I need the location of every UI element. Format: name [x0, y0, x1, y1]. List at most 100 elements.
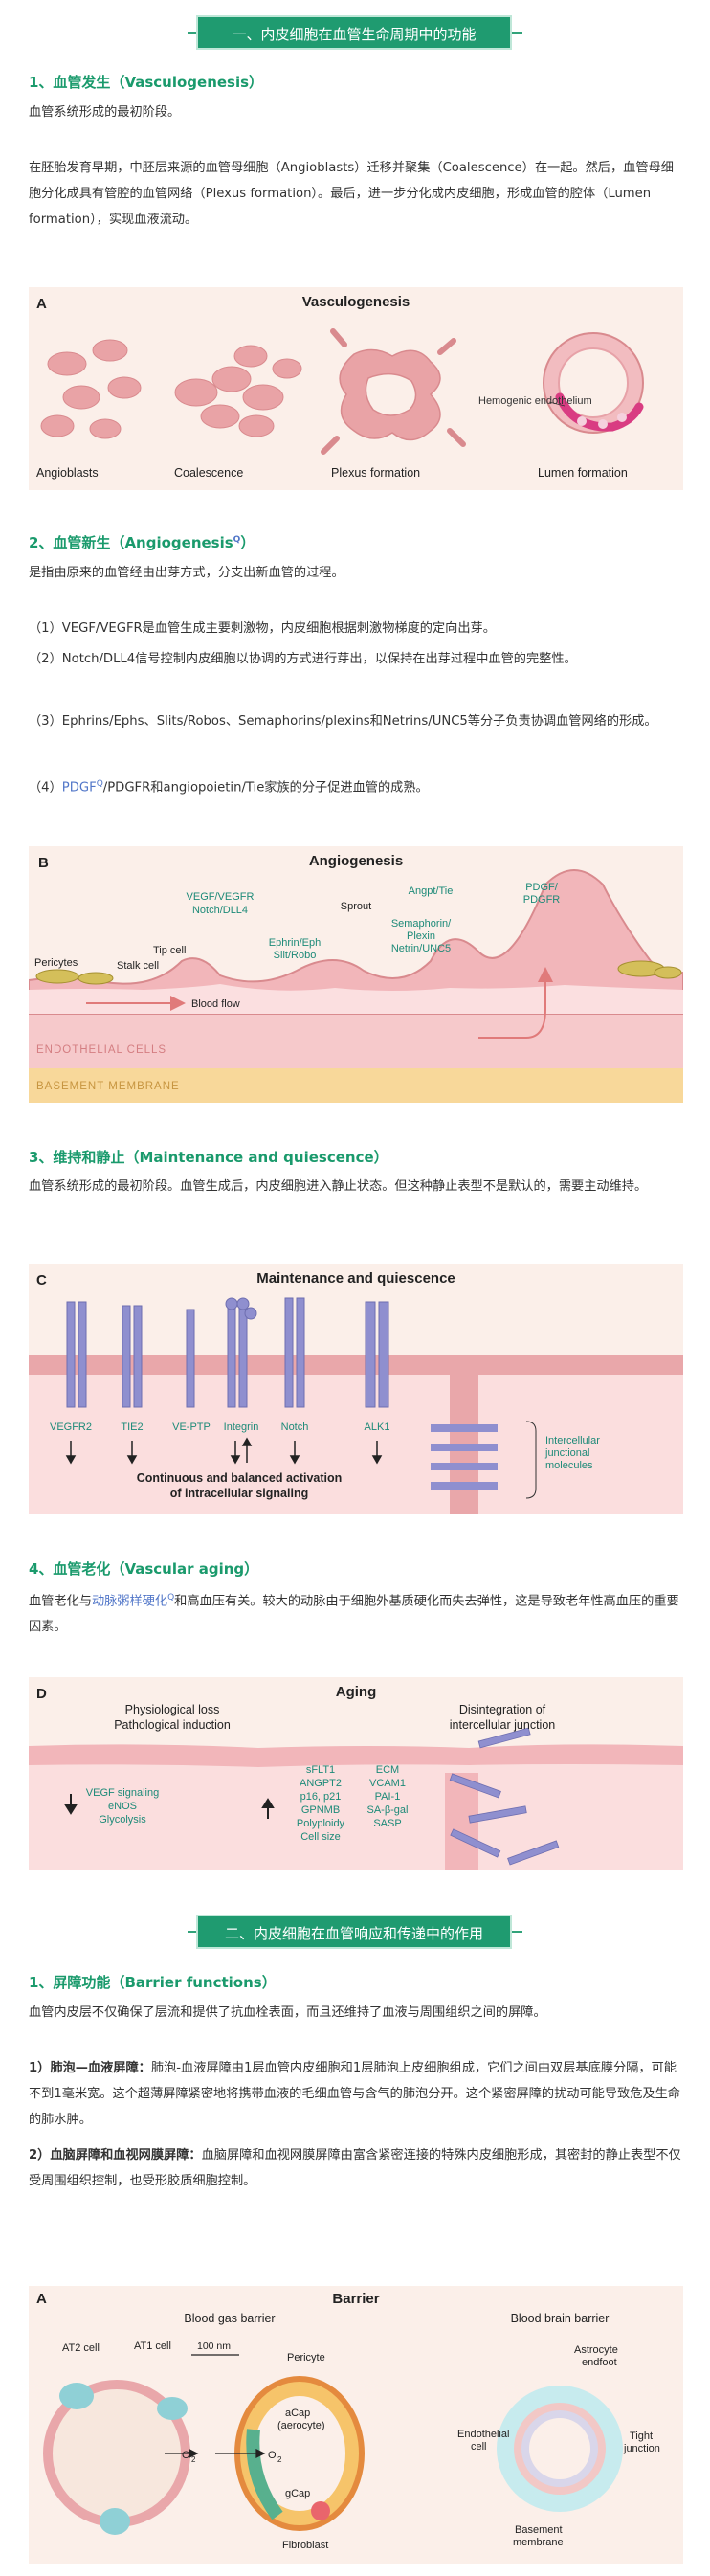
label-netrin: Netrin/UNC5 [391, 943, 451, 954]
aging-up-col1-5: Polyploidy [297, 1818, 345, 1829]
aging-up-col2-3: PAI-1 [375, 1791, 401, 1803]
caption-line-2: of intracellular signaling [170, 1487, 308, 1500]
figure-letter: D [36, 1686, 47, 1702]
aging-p-suffix: 和高血压有关。较大的动脉由于细胞外基质硬化而失去弹性，这是导致老年性高血压的重要… [29, 1594, 679, 1635]
vasculogenesis-intro: 血管系统形成的最初阶段。 [29, 105, 181, 120]
search-link-icon[interactable]: Q [167, 1593, 175, 1602]
aging-p-prefix: 血管老化与 [29, 1594, 92, 1609]
aging-heading: 4、血管老化（Vascular aging） [29, 1560, 259, 1578]
label-basement: Basement [515, 2524, 563, 2536]
angiogenesis-item-2: （2）Notch/DLL4信号控制内皮细胞以协调的方式进行芽出，以保持在出芽过程… [29, 652, 577, 666]
label-plexin: Plexin [407, 930, 435, 942]
figure-title: Vasculogenesis [302, 294, 410, 310]
label-vegf: VEGF/VEGFR [187, 891, 255, 903]
label-aerocyte: (aerocyte) [277, 2420, 325, 2431]
search-link-icon[interactable]: Q [233, 535, 241, 545]
aging-up-col1-2: ANGPT2 [300, 1778, 342, 1789]
section1-banner: 一、内皮细胞在血管生命周期中的功能 [0, 15, 710, 50]
figure-vasculogenesis: A Vasculogenesis [29, 287, 683, 490]
aging-up-col1-1: sFLT1 [306, 1764, 335, 1776]
hemogenic-label: Hemogenic endothelium [478, 395, 592, 407]
figure-barrier: A Barrier Blood gas barrier Blood brain … [29, 2286, 683, 2564]
aging-paragraph: 血管老化与动脉粥样硬化Q和高血压有关。较大的动脉由于细胞外基质硬化而失去弹性，这… [29, 1585, 683, 1640]
angiogenesis-heading: 2、血管新生（AngiogenesisQ） [29, 532, 255, 552]
vasculogenesis-paragraph: 在胚胎发育早期，中胚层来源的血管母细胞（Angioblasts）迁移并聚集（Co… [29, 161, 674, 227]
label-o2-left: O [182, 2450, 190, 2461]
aging-down-3: Glycolysis [99, 1814, 146, 1826]
label-sprout: Sprout [341, 901, 371, 912]
barrier-intro: 血管内皮层不仅确保了层流和提供了抗血栓表面，而且还维持了血液与周围组织之间的屏障… [29, 2005, 546, 2020]
label-o2-right: O [268, 2450, 277, 2461]
receptor-integrin: Integrin [224, 1422, 259, 1433]
angiogenesis-heading-close: ） [240, 534, 255, 551]
aging-up-col2-1: ECM [376, 1764, 399, 1776]
barrier-paragraph-2: 2）血脑屏障和血视网膜屏障：血脑屏障和血视网膜屏障由富含紧密连接的特殊内皮细胞形… [29, 2142, 683, 2194]
label-stalk-cell: Stalk cell [117, 960, 159, 972]
label-cell: cell [471, 2441, 487, 2453]
barrier-heading: 1、屏障功能（Barrier functions） [29, 1974, 277, 1991]
figure-title: Maintenance and quiescence [256, 1270, 455, 1287]
aging-up-col2-5: SASP [373, 1818, 401, 1829]
figure-aging: D Aging Physiological loss Pathological … [29, 1677, 683, 1870]
label-angpt: Angpt/Tie [409, 885, 454, 897]
lumen-illustration [543, 332, 644, 434]
label-lumen-formation: Lumen formation [538, 466, 628, 480]
section1-banner-title: 一、内皮细胞在血管生命周期中的功能 [196, 15, 512, 50]
figure-title: Aging [336, 1684, 377, 1700]
label-notch: Notch/DLL4 [192, 905, 248, 916]
atherosclerosis-link[interactable]: 动脉粥样硬化 [91, 1594, 168, 1609]
section2-banner: 二、内皮细胞在血管响应和传递中的作用 [0, 1915, 710, 1949]
aging-down-1: VEGF signaling [86, 1787, 159, 1799]
label-at2: AT2 cell [62, 2342, 100, 2354]
pdgf-link[interactable]: PDGF [61, 780, 97, 795]
search-link-icon[interactable]: Q [96, 779, 103, 789]
label-membrane: membrane [513, 2537, 564, 2548]
svg-text:2: 2 [191, 2455, 196, 2464]
receptor-vegfr2: VEGFR2 [50, 1422, 92, 1433]
aging-right-title-2: intercellular junction [450, 1718, 556, 1732]
label-slit: Slit/Robo [274, 950, 317, 961]
caption-line-1: Continuous and balanced activation [137, 1471, 343, 1485]
pericyte-shapes [35, 960, 682, 985]
receptor-notch: Notch [281, 1422, 309, 1433]
label-endothelial: ENDOTHELIAL CELLS [36, 1044, 166, 1056]
blood-brain-barrier-title: Blood brain barrier [511, 2312, 610, 2325]
receptor-ve-ptp: VE-PTP [172, 1422, 211, 1433]
receptor-alk1: ALK1 [365, 1422, 390, 1433]
label-acap: aCap [285, 2408, 310, 2419]
vasculogenesis-heading: 1、血管发生（Vasculogenesis） [29, 74, 264, 91]
aging-up-col1-6: Cell size [300, 1831, 341, 1843]
label-pericyte: Pericyte [287, 2352, 325, 2363]
barrier-p2-bold: 2）血脑屏障和血视网膜屏障： [29, 2148, 202, 2162]
figure-letter: A [36, 296, 47, 312]
angiogenesis-item-3: （3）Ephrins/Ephs、Slits/Robos、Semaphorins/… [29, 714, 657, 728]
aging-up-col2-2: VCAM1 [369, 1778, 406, 1789]
label-endfoot: endfoot [582, 2357, 617, 2368]
capillary-illustration [234, 2376, 365, 2531]
aging-up-col1-3: p16, p21 [300, 1791, 342, 1803]
item4-prefix: （4） [29, 780, 62, 795]
label-coalescence: Coalescence [174, 466, 243, 480]
angiogenesis-heading-text: 2、血管新生（Angiogenesis [29, 534, 233, 551]
broken-junctions [449, 1727, 560, 1866]
angiogenesis-item-4: （4）PDGFQ/PDGFR和angiopoietin/Tie家族的分子促进血管… [29, 772, 683, 800]
label-at1: AT1 cell [134, 2341, 171, 2352]
junction-label-1: Intercellular [545, 1435, 600, 1446]
label-astrocyte: Astrocyte [574, 2344, 618, 2356]
angiogenesis-intro: 是指由原来的血管经由出芽方式，分支出新血管的过程。 [29, 566, 344, 580]
barrier-p1-bold: 1）肺泡—血液屏障： [29, 2061, 151, 2075]
barrier-p2-text: 血脑屏障和血视网膜屏障由富含紧密连接的特殊内皮细胞形成，其密封的静止表型不仅受周… [29, 2148, 681, 2188]
item4-suffix: /PDGFR和angiopoietin/Tie家族的分子促进血管的成熟。 [102, 780, 429, 795]
receptor-tie2: TIE2 [121, 1422, 143, 1433]
label-ephrin: Ephrin/Eph [269, 937, 321, 949]
label-junction: junction [623, 2443, 660, 2454]
figure-title: Barrier [332, 2291, 379, 2307]
aging-right-title-1: Disintegration of [459, 1703, 546, 1716]
label-semaphorin: Semaphorin/ [391, 918, 452, 930]
aging-left-title-1: Physiological loss [125, 1703, 220, 1716]
receptor-shapes [66, 1297, 389, 1408]
maintenance-heading: 3、维持和静止（Maintenance and quiescence） [29, 1149, 388, 1166]
figure-angiogenesis: B Angiogenesis Pericytes Tip cell Stalk … [29, 846, 683, 1103]
svg-text:2: 2 [277, 2455, 282, 2464]
